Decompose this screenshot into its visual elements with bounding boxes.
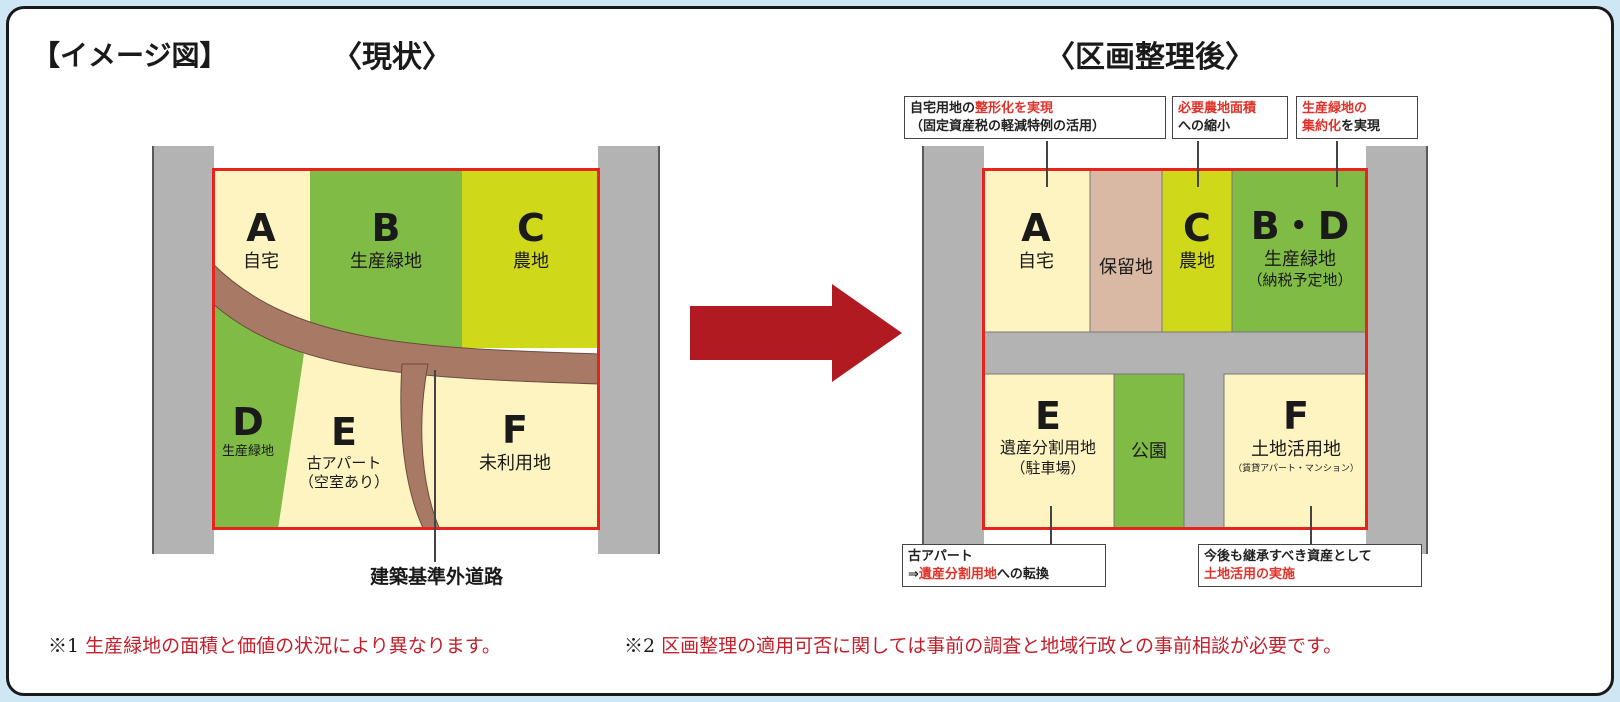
footnote-2: ※2 区画整理の適用可否に関しては事前の調査と地域行政との事前相談が必要です。 xyxy=(624,635,1343,657)
lot-letter: E xyxy=(1035,394,1061,438)
current-lot-f: F 未利用地 xyxy=(450,408,580,475)
callout-leader xyxy=(1197,141,1199,187)
road-label-leader xyxy=(434,370,436,562)
reserve-shape xyxy=(1089,168,1163,333)
lot-letter: A xyxy=(246,206,276,250)
lot-sublabel: （賃貸アパート・マンション） xyxy=(1233,464,1359,475)
callout-lot-e: 古アパート ⇒遺産分割用地への転換 xyxy=(902,544,1106,588)
road-edge xyxy=(922,146,924,554)
current-title: 〈現状〉 xyxy=(332,40,452,75)
lot-c-shape xyxy=(462,168,600,348)
lot-letter: B xyxy=(371,206,401,250)
current-lot-d: D 生産緑地 xyxy=(212,400,284,461)
lot-c-shape xyxy=(1161,168,1233,333)
current-lot-b: B 生産緑地 xyxy=(310,206,462,273)
lot-label: 公園 xyxy=(1131,441,1167,462)
private-road-branch xyxy=(400,363,441,530)
callout-lot-c: 必要農地面積 への縮小 xyxy=(1172,96,1288,140)
lot-label: 古アパート xyxy=(306,453,382,472)
current-lot-a: A 自宅 xyxy=(212,206,310,273)
callout-leader xyxy=(1050,506,1052,544)
lot-letter: B・D xyxy=(1250,204,1350,248)
lot-f-shape xyxy=(1223,373,1368,530)
callout-leader xyxy=(1046,141,1048,187)
after-lot-c: C 農地 xyxy=(1162,206,1232,273)
lot-letter: E xyxy=(331,410,357,454)
lot-sublabel: （空室あり） xyxy=(298,473,389,492)
boundary-current xyxy=(212,168,600,530)
lot-b-shape xyxy=(310,168,462,348)
lot-label: 自宅 xyxy=(1018,250,1054,272)
lot-letter: F xyxy=(1283,394,1309,438)
callout-lot-bd: 生産緑地の 集約化を実現 xyxy=(1296,96,1418,140)
lot-label: 土地活用地 xyxy=(1251,438,1341,460)
lot-label: 生産緑地 xyxy=(1264,248,1336,270)
image-label: 【イメージ図】 xyxy=(32,39,228,72)
lot-letter: C xyxy=(517,206,545,250)
lot-d-shape xyxy=(212,296,304,530)
lot-letter: D xyxy=(232,400,264,444)
lot-label: 未利用地 xyxy=(479,452,551,474)
lot-label: 農地 xyxy=(513,250,549,272)
road-edge xyxy=(152,146,154,554)
road-edge xyxy=(658,146,660,554)
right-road-current xyxy=(598,146,660,554)
callout-lot-f: 今後も継承すべき資産として 土地活用の実施 xyxy=(1198,544,1422,588)
private-road-shape xyxy=(212,262,600,385)
road-edge xyxy=(1426,146,1428,554)
current-lot-e: E 古アパート （空室あり） xyxy=(288,410,400,493)
after-lot-f: F 土地活用地 （賃貸アパート・マンション） xyxy=(1224,394,1368,475)
after-lot-bd: B・D 生産緑地 （納税予定地） xyxy=(1232,204,1368,291)
left-road-current xyxy=(152,146,214,554)
callout-lot-a: 自宅用地の整形化を実現 （固定資産税の軽減特例の活用） xyxy=(904,96,1166,140)
callout-leader xyxy=(1336,141,1338,187)
lot-e-shape xyxy=(982,373,1115,530)
boundary-after xyxy=(982,168,1368,530)
transition-arrow xyxy=(690,284,902,382)
lot-bd-shape xyxy=(1231,168,1368,333)
footnote-1: ※1 生産緑地の面積と価値の状況により異なります。 xyxy=(48,635,501,657)
after-reserve-land: 保留地 xyxy=(1090,256,1162,279)
after-park: 公園 xyxy=(1114,440,1184,463)
lot-letter: F xyxy=(502,408,528,452)
lot-label: 生産緑地 xyxy=(221,443,274,459)
after-lots-svg xyxy=(982,168,1368,530)
lot-label: 自宅 xyxy=(243,250,279,272)
lot-letter: C xyxy=(1183,206,1211,250)
current-lot-c: C 農地 xyxy=(462,206,600,273)
lot-letter: A xyxy=(1021,206,1051,250)
lot-label: 農地 xyxy=(1179,250,1215,272)
current-lots-svg xyxy=(212,168,600,530)
after-lot-a: A 自宅 xyxy=(982,206,1090,273)
after-title: 〈区画整理後〉 xyxy=(1045,40,1255,75)
callout-line: （固定資産税の軽減特例の活用） xyxy=(910,118,1106,134)
lot-sublabel: （納税予定地） xyxy=(1247,271,1353,290)
lot-label: 生産緑地 xyxy=(350,250,422,272)
lot-label: 保留地 xyxy=(1099,257,1153,278)
lot-f-shape xyxy=(412,358,600,530)
right-road-after xyxy=(1366,146,1428,554)
lot-label: 遺産分割用地 xyxy=(999,437,1096,457)
after-lot-e: E 遺産分割用地 （駐車場） xyxy=(982,394,1114,478)
park-shape xyxy=(1113,373,1185,530)
road-label: 建築基準外道路 xyxy=(370,566,504,588)
lot-sublabel: （駐車場） xyxy=(1010,458,1086,477)
left-road-after xyxy=(922,146,984,554)
callout-leader xyxy=(1310,506,1312,544)
